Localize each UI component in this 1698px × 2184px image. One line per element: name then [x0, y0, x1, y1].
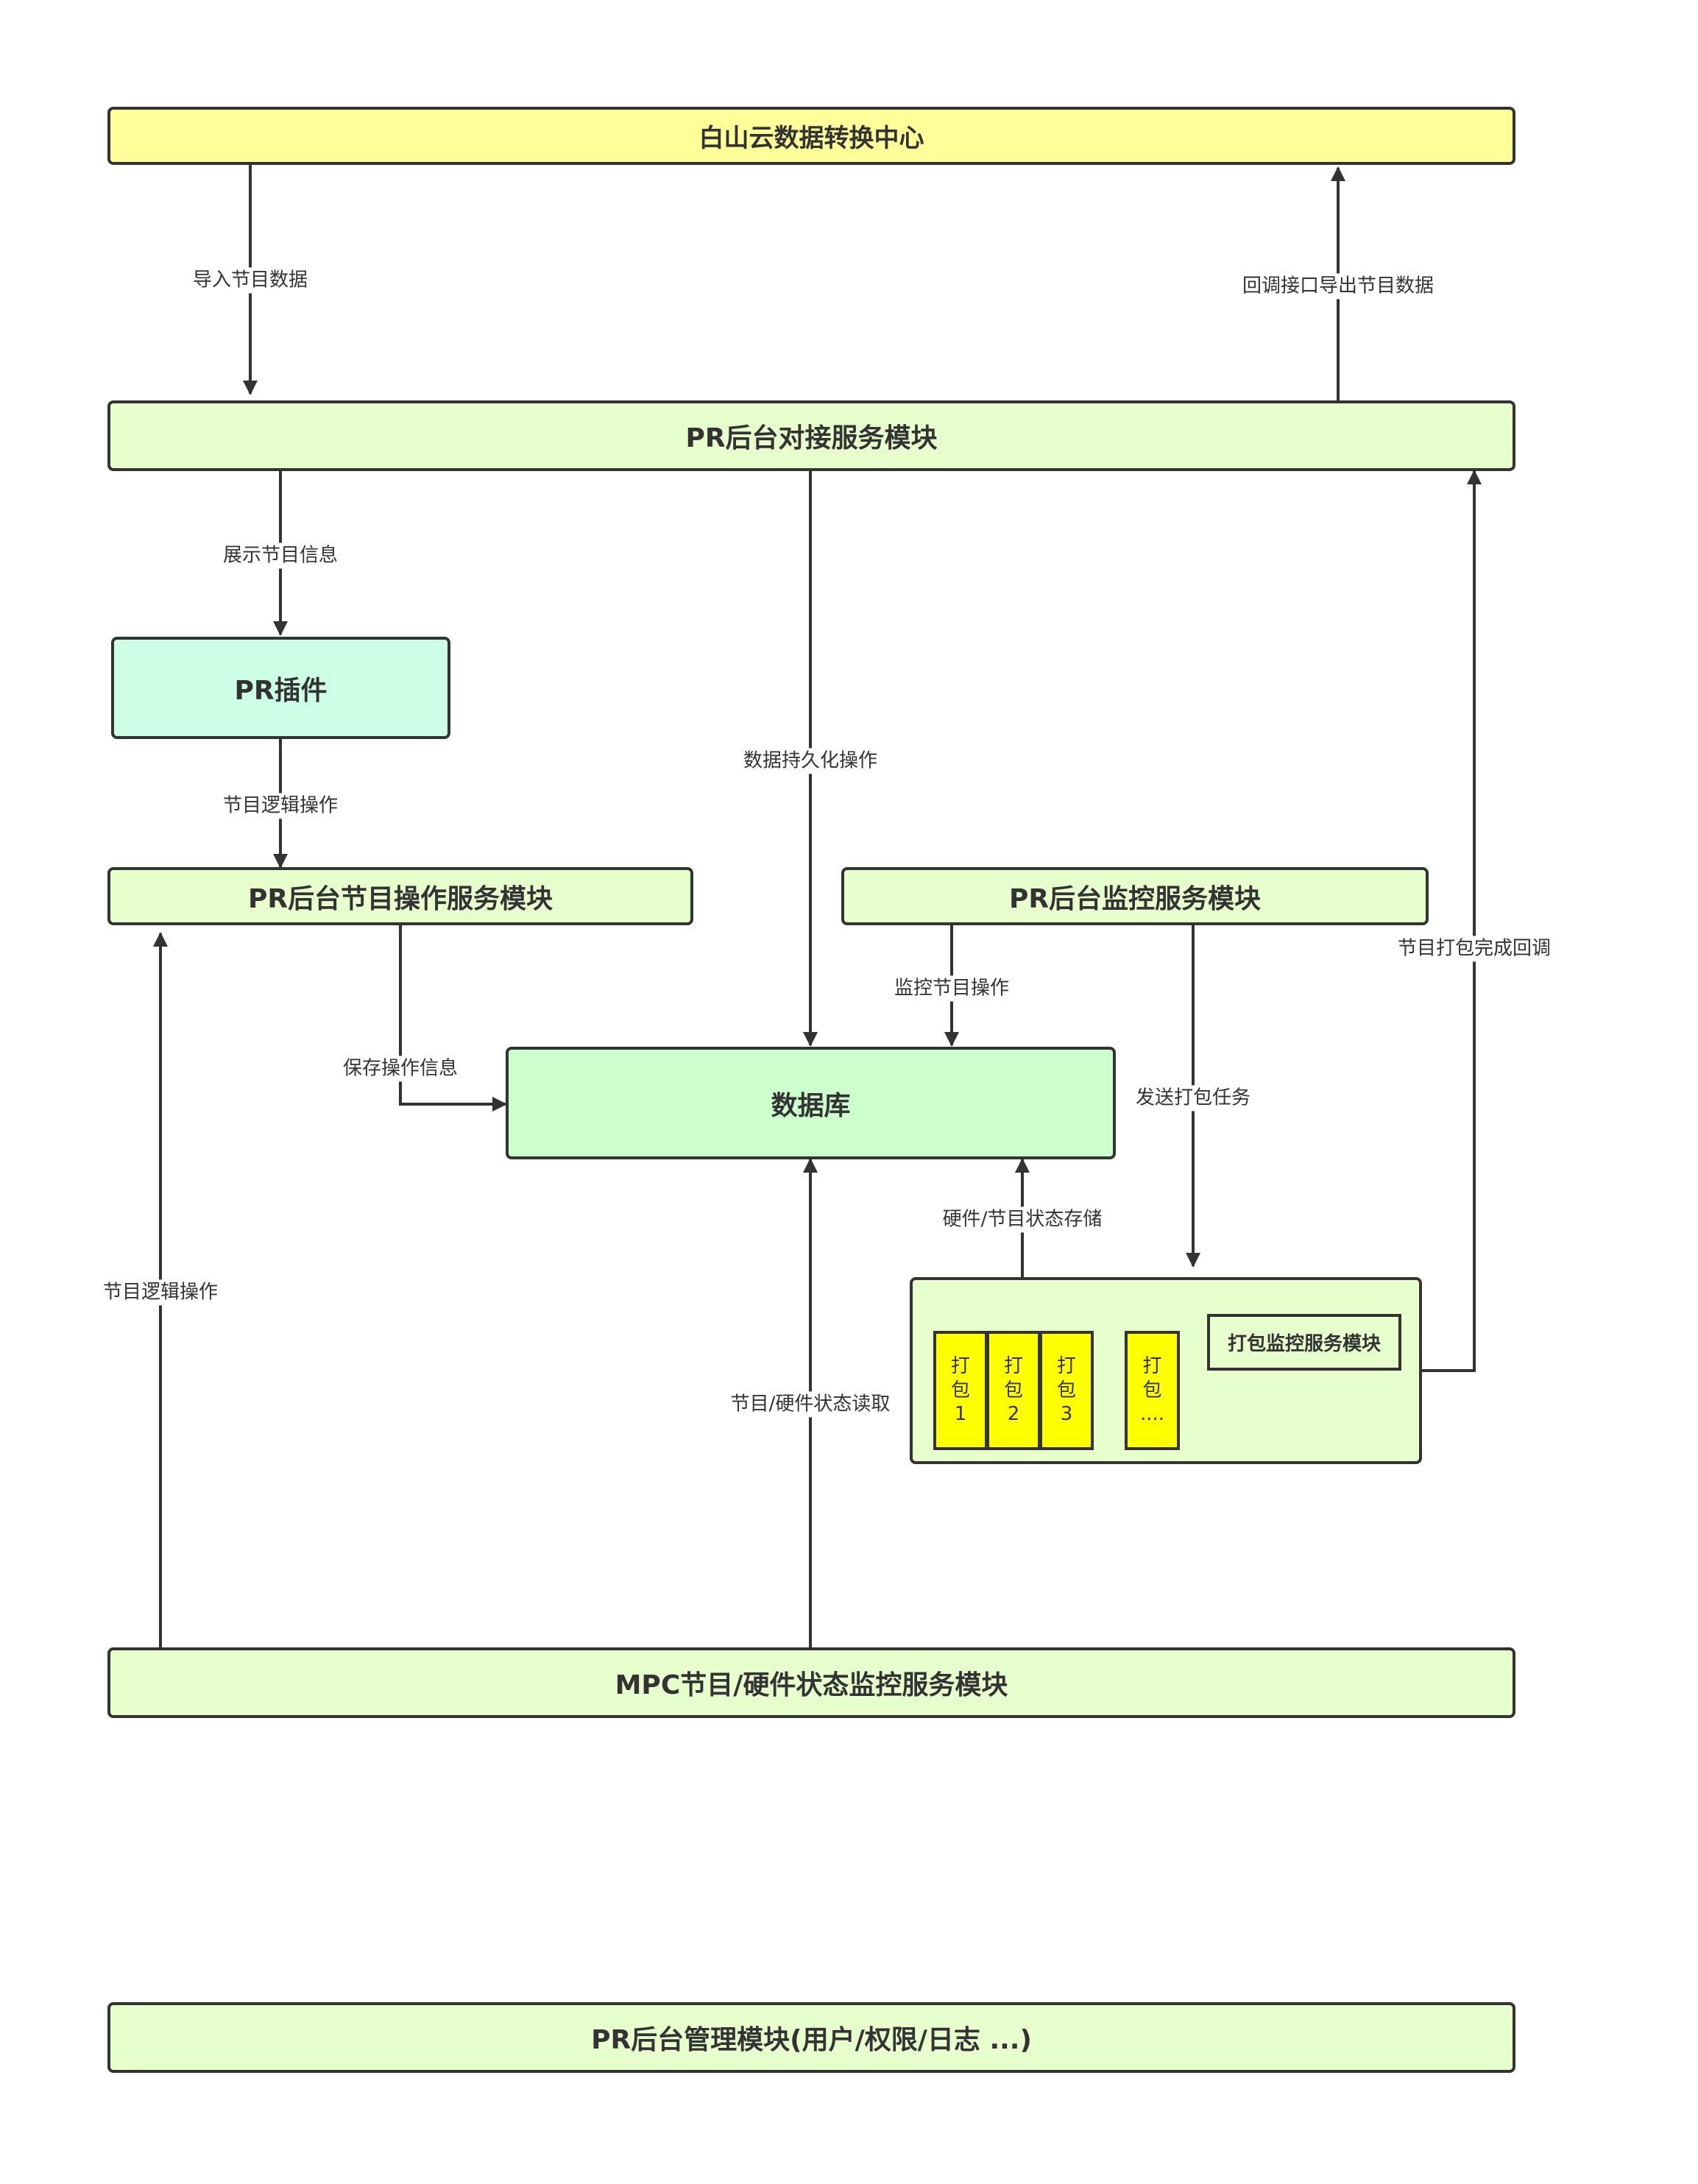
admin-module-box: PR后台管理模块(用户/权限/日志 ...) — [107, 2002, 1515, 2073]
label-persist: 数据持久化操作 — [741, 748, 880, 774]
database-title: 数据库 — [771, 1090, 851, 1121]
ops-service-box: PR后台节目操作服务模块 — [107, 867, 693, 925]
pack-monitor-title: 打包监控服务模块 — [1227, 1333, 1381, 1355]
database-box: 数据库 — [506, 1047, 1116, 1159]
data-center-box: 白山云数据转换中心 — [107, 107, 1515, 165]
label-monitor-op: 监控节目操作 — [892, 975, 1011, 1002]
plugin-box: PR插件 — [111, 637, 450, 739]
label-logic1: 节目逻辑操作 — [221, 793, 340, 819]
ops-service-title: PR后台节目操作服务模块 — [247, 883, 553, 914]
package-2: 打 包 2 — [986, 1331, 1041, 1450]
monitor-service-box: PR后台监控服务模块 — [841, 867, 1429, 925]
dock-service-title: PR后台对接服务模块 — [685, 423, 938, 453]
package-3: 打 包 3 — [1039, 1331, 1094, 1450]
arrow-pack-done — [1422, 470, 1482, 1372]
package-1: 打 包 1 — [933, 1331, 988, 1450]
monitor-service-title: PR后台监控服务模块 — [1008, 883, 1262, 914]
label-save: 保存操作信息 — [341, 1056, 460, 1082]
label-read: 节目/硬件状态读取 — [729, 1391, 892, 1418]
label-import: 导入节目数据 — [191, 267, 310, 294]
admin-module-title: PR后台管理模块(用户/权限/日志 ...) — [591, 2025, 1032, 2055]
label-logic2: 节目逻辑操作 — [101, 1279, 220, 1306]
package-more: 打 包 .... — [1125, 1331, 1180, 1450]
label-hw-store: 硬件/节目状态存储 — [941, 1206, 1104, 1233]
pack-monitor-box: 打包监控服务模块 — [1207, 1314, 1401, 1371]
label-pack-done: 节目打包完成回调 — [1395, 936, 1553, 962]
plugin-title: PR插件 — [234, 675, 328, 706]
label-show: 展示节目信息 — [221, 543, 340, 569]
data-center-title: 白山云数据转换中心 — [698, 124, 924, 153]
mpc-service-title: MPC节目/硬件状态监控服务模块 — [615, 1670, 1008, 1700]
label-export: 回调接口导出节目数据 — [1240, 273, 1436, 300]
arrow-save — [399, 925, 507, 1112]
label-send-pack: 发送打包任务 — [1133, 1085, 1253, 1112]
dock-service-box: PR后台对接服务模块 — [107, 400, 1515, 471]
mpc-service-box: MPC节目/硬件状态监控服务模块 — [107, 1647, 1515, 1718]
